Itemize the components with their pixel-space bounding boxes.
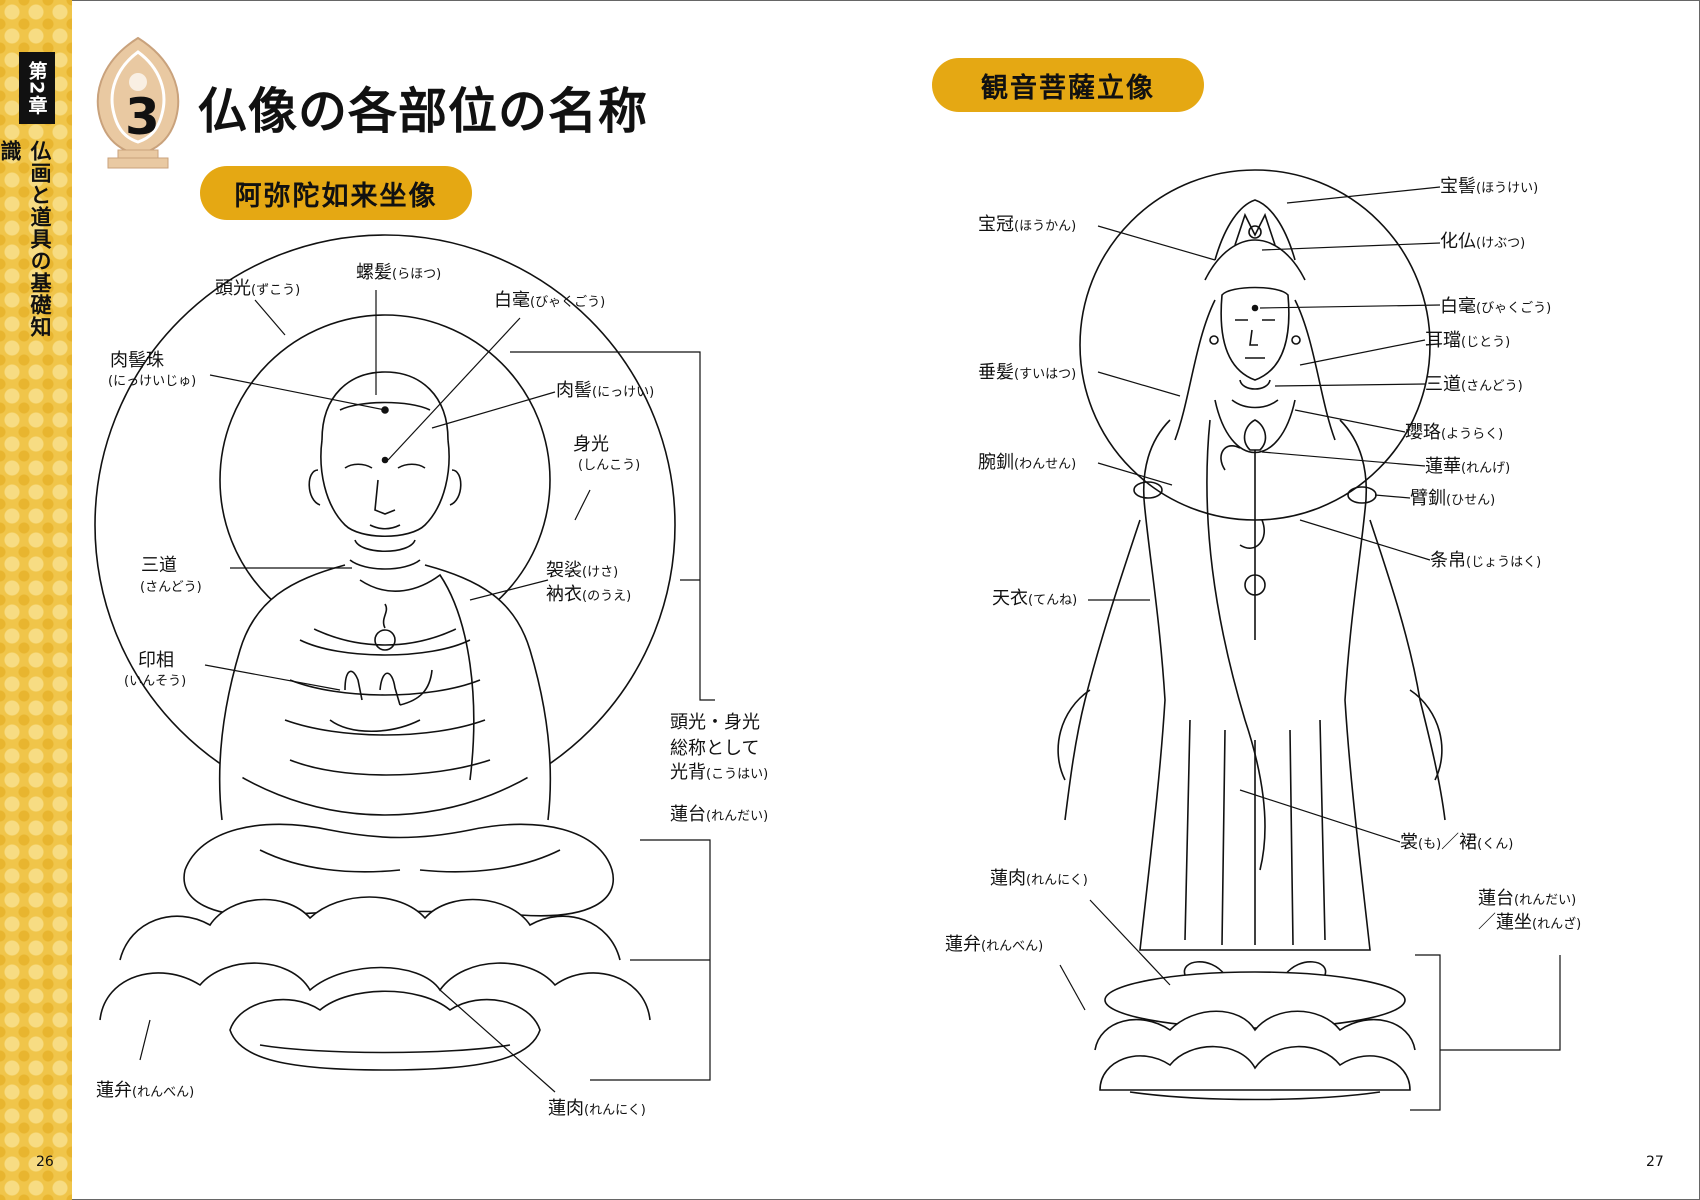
amida-heading: 阿弥陀如来坐像 (200, 166, 472, 220)
label-shinkou: 身光 (573, 434, 609, 455)
section-number: 3 (125, 88, 160, 146)
lotus-emblem-icon (96, 36, 180, 169)
label-houkan: 宝冠(ほうかん) (978, 214, 1077, 235)
label-suihatsu: 垂髪(すいはつ) (978, 362, 1077, 383)
label-kouhai-line2: 総称として (670, 738, 760, 759)
label-noue: 衲衣(のうえ) (546, 584, 632, 605)
label-kouhai: 光背(こうはい) (670, 762, 769, 783)
label-byakugou: 白毫(びゃくごう) (494, 290, 606, 311)
label-kesa: 袈裟(けさ) (546, 560, 619, 581)
label-insou-reading: (いんそう) (124, 674, 187, 689)
label-nikkeiju-reading: (にっけいじゅ) (108, 374, 197, 389)
label-renniku: 蓮肉(れんにく) (548, 1098, 646, 1119)
label-wansen: 腕釧(わんせん) (978, 452, 1077, 473)
amida-figure (94, 234, 676, 1071)
label-renza: ／蓮坐(れんざ) (1478, 912, 1582, 933)
label-renben: 蓮弁(れんべん) (96, 1080, 195, 1101)
label-hisen: 臂釧(ひせん) (1410, 488, 1496, 509)
label-rendai: 蓮台(れんだい) (670, 804, 769, 825)
label-jitou: 耳璫(じとう) (1425, 330, 1511, 351)
amida-body-halo (94, 234, 676, 816)
label-houkei: 宝髻(ほうけい) (1440, 176, 1539, 197)
label-nikkei: 肉髻(にっけい) (556, 380, 655, 401)
page-number-left: 26 (36, 1154, 54, 1170)
label-kannon-rendai: 蓮台(れんだい) (1478, 888, 1577, 909)
page-number-right: 27 (1646, 1154, 1664, 1170)
label-kannon-renben: 蓮弁(れんべん) (945, 934, 1044, 955)
label-kouhai-line1: 頭光・身光 (670, 712, 760, 733)
label-zukou: 頭光(ずこう) (215, 278, 301, 299)
label-sandou-reading: (さんどう) (140, 580, 202, 595)
label-tenne: 天衣(てんね) (992, 588, 1078, 609)
label-youraku: 瓔珞(ようらく) (1405, 422, 1504, 443)
chapter-tab: 第2章 (19, 52, 55, 124)
kannon-figure (1057, 169, 1446, 1101)
label-shinkou-reading: (しんこう) (578, 458, 641, 473)
label-sandou: 三道 (141, 555, 177, 576)
label-kannon-renniku: 蓮肉(れんにく) (990, 868, 1088, 889)
label-renge: 蓮華(れんげ) (1425, 456, 1511, 477)
label-jouhaku: 条帛(じょうはく) (1430, 550, 1542, 571)
label-nikkeiju: 肉髻珠 (110, 350, 164, 371)
label-kebutsu: 化仏(けぶつ) (1440, 231, 1526, 252)
amida-leader-lines (139, 290, 715, 1093)
kannon-heading: 観音菩薩立像 (932, 58, 1204, 112)
label-insou: 印相 (138, 650, 174, 671)
page-title: 仏像の各部位の名称 (198, 83, 649, 140)
kannon-leader-lines (1059, 186, 1561, 1111)
label-kannon-byakugou: 白毫(びゃくごう) (1440, 296, 1552, 317)
label-kannon-sandou: 三道(さんどう) (1425, 374, 1523, 395)
label-mo-kun: 裳(も)／裙(くん) (1400, 832, 1514, 853)
label-rahotsu: 螺髪(らほつ) (356, 262, 442, 283)
chapter-title: 仏画と道具の基礎知識 (0, 140, 52, 338)
decorative-side-band (0, 0, 72, 1200)
